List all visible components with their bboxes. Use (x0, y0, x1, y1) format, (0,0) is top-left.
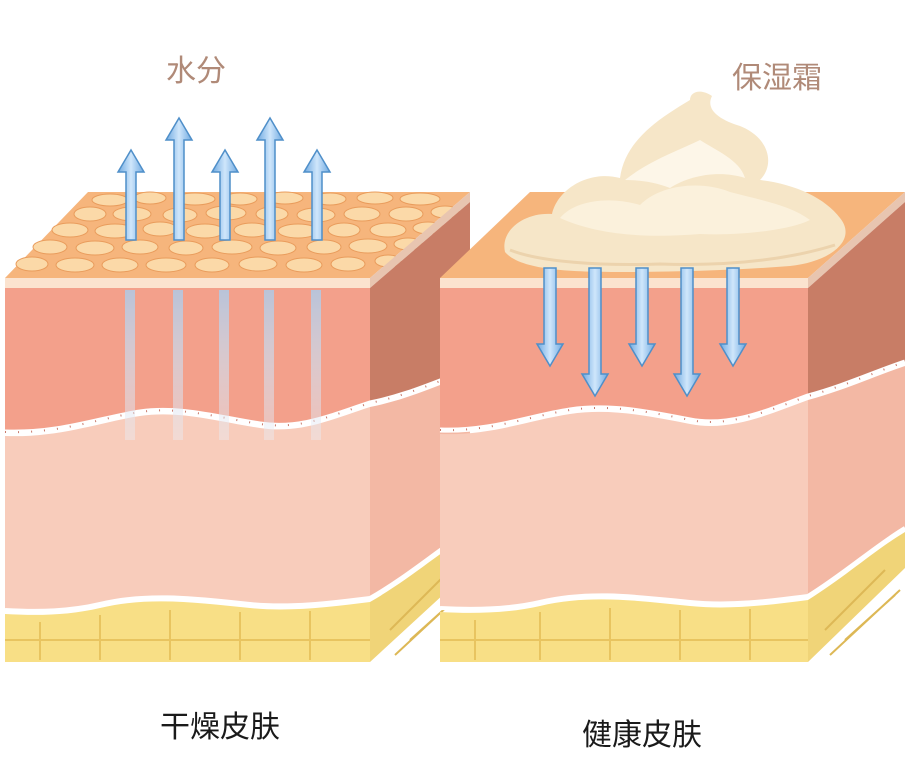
healthy-skin-stratum-corneum (440, 278, 808, 288)
healthy-skin-label: 健康皮肤 (582, 718, 702, 753)
healthy-skin-fat-layer (440, 599, 808, 662)
moisturizer-cream (504, 91, 846, 273)
dry-skin-fat-layer (5, 601, 370, 662)
dry-skin-block (4, 116, 472, 662)
cream-label: 保湿霜 (732, 61, 822, 96)
moisture-absorption-arrows (535, 267, 748, 398)
healthy-skin-dermis (440, 400, 808, 609)
dry-skin-dermis (5, 407, 370, 611)
healthy-skin-block (439, 91, 907, 662)
dry-skin-label: 干燥皮肤 (160, 710, 280, 745)
water-label: 水分 (166, 54, 226, 89)
dry-skin-water-channels (125, 290, 321, 440)
healthy-skin-epidermis (440, 288, 808, 431)
dry-skin-stratum-corneum (5, 278, 370, 288)
water-loss-arrows (116, 116, 332, 241)
dry-skin-epidermis (5, 288, 370, 433)
